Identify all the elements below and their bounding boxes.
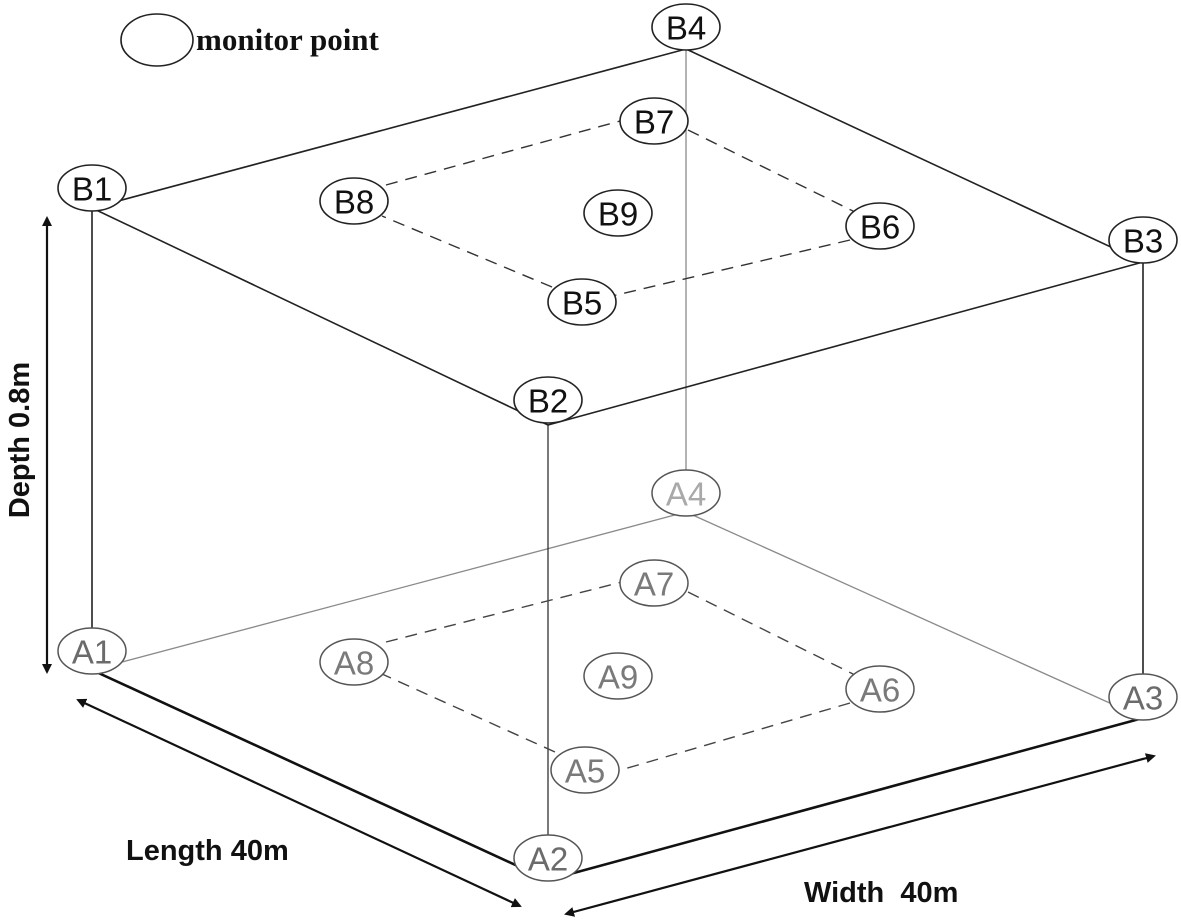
monitor-point-label: A1	[72, 634, 112, 671]
dimension-labels: Depth 0.8m Length 40m Width 40m	[4, 362, 958, 909]
monitor-point-label: A5	[565, 753, 605, 790]
monitor-point-b5: B5	[547, 278, 617, 326]
monitor-point-label: A6	[860, 672, 900, 709]
monitor-point-ellipse	[550, 746, 620, 794]
edge-b1-b2	[91, 207, 549, 426]
monitor-point-a1: A1	[57, 627, 127, 675]
edge-a4-a3	[685, 511, 1144, 719]
monitor-point-ellipse	[619, 559, 689, 607]
monitor-point-b2: B2	[513, 376, 583, 424]
top-inner-square	[381, 120, 856, 297]
dash-a8-a7	[385, 581, 623, 643]
monitor-point-b7: B7	[619, 97, 689, 145]
monitor-point-label: A7	[634, 566, 674, 603]
monitor-point-ellipse	[57, 164, 127, 212]
monitor-point-a9: A9	[583, 652, 653, 700]
monitor-point-b8: B8	[319, 177, 389, 225]
monitor-point-b9: B9	[583, 189, 653, 237]
monitor-point-label: B3	[1123, 223, 1163, 260]
monitor-point-label: B9	[598, 196, 638, 233]
edge-a2-a3	[547, 716, 1144, 882]
monitor-point-ellipse	[583, 189, 653, 237]
monitor-point-ellipse	[547, 278, 617, 326]
edge-b2-b3	[547, 261, 1144, 426]
monitor-point-label: B8	[334, 184, 374, 221]
monitor-point-ellipse	[513, 834, 583, 882]
length-arrow	[76, 698, 522, 908]
dash-a5-a8	[381, 673, 556, 753]
monitor-point-ellipse	[1108, 216, 1178, 264]
monitor-point-a4: A4	[651, 469, 721, 517]
width-arrow	[564, 753, 1156, 917]
monitor-point-ellipse	[583, 652, 653, 700]
monitor-point-label: A2	[528, 841, 568, 878]
dimension-arrows	[42, 216, 1156, 917]
monitor-point-label: A3	[1123, 680, 1163, 717]
monitor-point-label: B7	[634, 104, 674, 141]
monitor-point-ellipse	[651, 469, 721, 517]
dash-b5-b8	[381, 215, 553, 288]
monitor-point-b4: B4	[651, 3, 721, 51]
edge-b4-b3	[685, 48, 1144, 263]
monitor-point-ellipse	[513, 376, 583, 424]
dash-b8-b7	[385, 120, 621, 186]
dash-a7-a6	[687, 591, 856, 676]
monitor-point-a5: A5	[550, 746, 620, 794]
monitor-point-ellipse	[651, 3, 721, 51]
monitor-point-a6: A6	[845, 665, 915, 713]
monitor-point-label: A8	[334, 645, 374, 682]
edge-b1-b4	[91, 48, 687, 209]
monitor-point-b1: B1	[57, 164, 127, 212]
monitor-point-a7: A7	[619, 559, 689, 607]
width-label: Width 40m	[804, 877, 958, 909]
monitor-point-b6: B6	[845, 202, 915, 250]
monitor-point-a8: A8	[319, 638, 389, 686]
monitor-point-label: B2	[528, 383, 568, 420]
monitor-point-ellipse	[57, 627, 127, 675]
box-hidden-edges	[91, 49, 1144, 719]
monitor-point-label: B6	[860, 209, 900, 246]
monitor-point-ellipse	[319, 177, 389, 225]
monitor-point-label: A9	[598, 659, 638, 696]
monitor-point-ellipse	[1108, 673, 1178, 721]
dash-a6-a5	[613, 702, 851, 773]
monitor-point-label: A4	[666, 476, 706, 513]
monitor-point-a3: A3	[1108, 673, 1178, 721]
monitor-point-ellipse	[845, 202, 915, 250]
monitor-point-a2: A2	[513, 834, 583, 882]
legend: monitor point	[120, 13, 380, 67]
dash-b7-b6	[687, 129, 856, 213]
monitor-point-ellipse	[845, 665, 915, 713]
legend-ellipse-icon	[120, 13, 194, 67]
length-label: Length 40m	[126, 835, 289, 867]
edge-a1-a4	[91, 511, 687, 671]
monitor-point-label: B1	[72, 171, 112, 208]
dash-b6-b5	[611, 239, 851, 297]
legend-label: monitor point	[196, 22, 380, 57]
depth-label: Depth 0.8m	[4, 362, 36, 518]
monitor-point-ellipse	[619, 97, 689, 145]
monitor-point-ellipse	[319, 638, 389, 686]
box-visible-edges	[91, 48, 1144, 882]
monitor-point-label: B4	[666, 10, 706, 47]
monitor-point-label: B5	[562, 285, 602, 322]
monitor-point-b3: B3	[1108, 216, 1178, 264]
